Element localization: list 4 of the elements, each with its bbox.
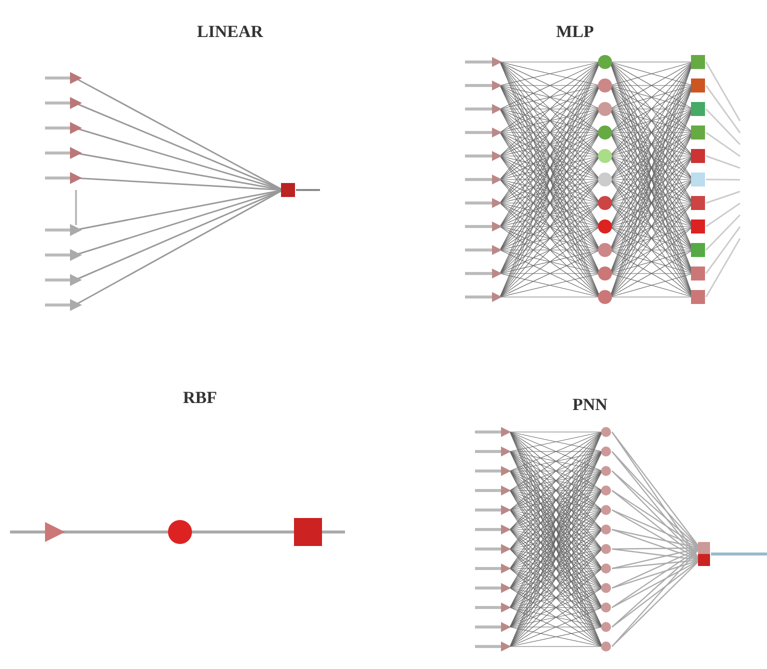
panel-title: RBF xyxy=(183,388,217,408)
panel-title: LINEAR xyxy=(196,22,264,42)
panel-title: PNN xyxy=(572,395,608,415)
panel-title: MLP xyxy=(556,22,594,42)
